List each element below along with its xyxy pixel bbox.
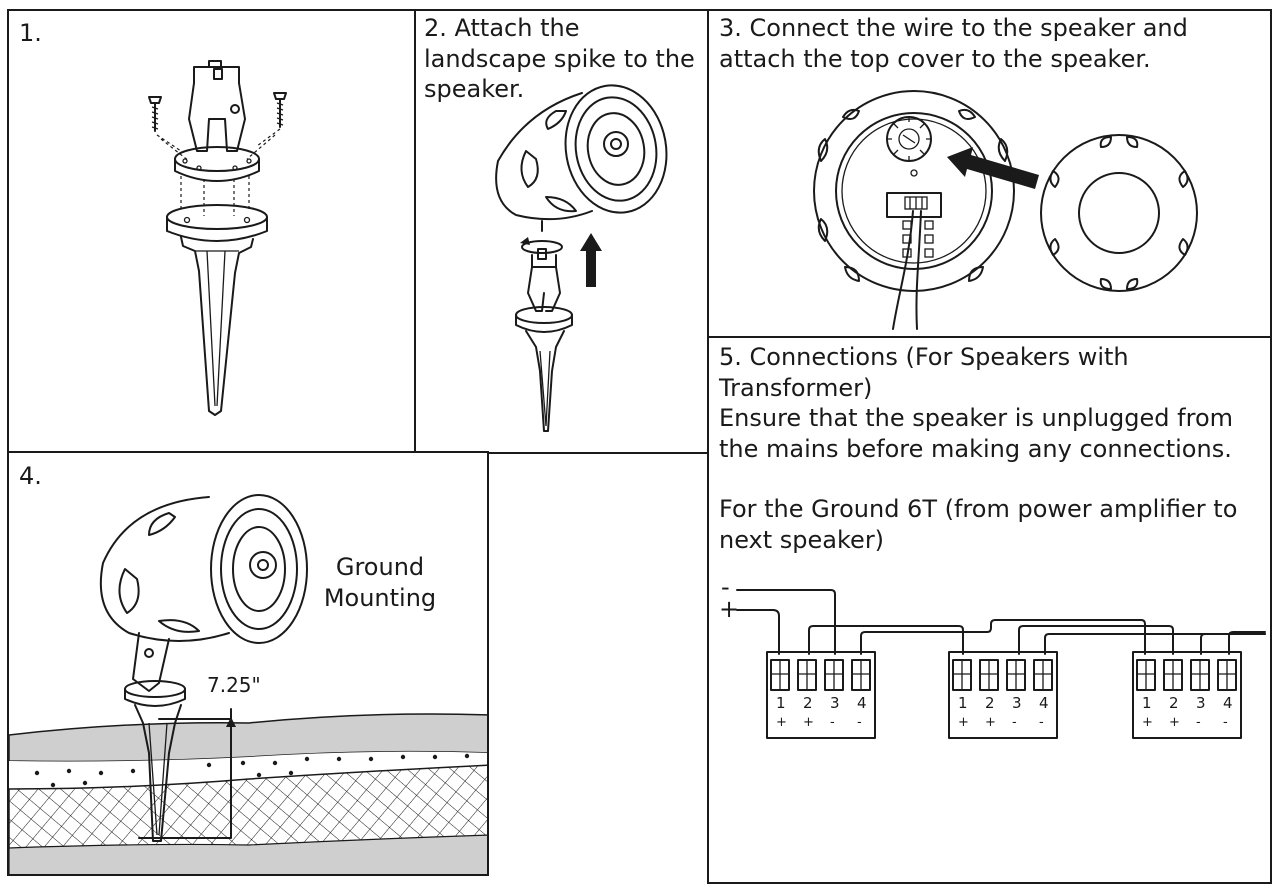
terminal-sign: - bbox=[1223, 715, 1228, 730]
terminal-block-frame bbox=[1132, 651, 1242, 739]
terminal-screw-slot bbox=[1218, 660, 1236, 690]
terminal-sign: - bbox=[1196, 715, 1201, 730]
terminal-screw-slot bbox=[980, 660, 998, 690]
bracket-icon bbox=[174, 60, 260, 182]
spike-icon bbox=[515, 248, 573, 432]
terminal-screw-slot bbox=[1137, 660, 1155, 690]
terminal-sign: + bbox=[776, 715, 787, 730]
step-5-title: 5. Connections (For Speakers with Transf… bbox=[719, 343, 1129, 402]
terminal-sign: + bbox=[1169, 715, 1180, 730]
step-5-warning: Ensure that the speaker is unplugged fro… bbox=[719, 404, 1234, 463]
terminal-sign: + bbox=[958, 715, 969, 730]
panel-step-1: 1. bbox=[7, 9, 417, 454]
terminal-screw-slot bbox=[825, 660, 843, 690]
terminal-screw-slot bbox=[953, 660, 971, 690]
spike-icon bbox=[166, 204, 268, 416]
terminal-screw-slot bbox=[771, 660, 789, 690]
depth-label: 7.25" bbox=[207, 673, 261, 697]
screw-icon bbox=[273, 92, 287, 128]
terminal-number: 4 bbox=[1223, 694, 1233, 712]
arrow-icon bbox=[580, 233, 602, 287]
spike-assembly-illustration bbox=[148, 60, 287, 416]
plus-label: + bbox=[719, 595, 739, 623]
terminal-sign: - bbox=[1039, 715, 1044, 730]
terminal-number: 1 bbox=[1142, 694, 1152, 712]
terminal-block-frame bbox=[948, 651, 1058, 739]
ground-mounting-illustration: 7.25" bbox=[9, 494, 487, 874]
connection-diagram: - + 1 +2 +3 - 4 - 1 +2 +3 - 4 - 1 +2 +3 - 4 - bbox=[719, 573, 1266, 739]
panel-step-4: 4. Ground Mounting bbox=[7, 451, 489, 876]
minus-label: - bbox=[721, 573, 730, 601]
terminal-number: 2 bbox=[803, 694, 813, 712]
spike-to-speaker-illustration bbox=[495, 84, 668, 432]
rotate-icon bbox=[520, 237, 563, 254]
spike-icon bbox=[124, 632, 186, 842]
top-cover-icon bbox=[1040, 134, 1198, 292]
step-1-label: 1. bbox=[19, 19, 42, 47]
terminal-block-icon: 1 +2 +3 - 4 - bbox=[948, 651, 1058, 739]
speaker-icon bbox=[495, 84, 668, 232]
terminal-screw-slot bbox=[1034, 660, 1052, 690]
terminal-screw-slot bbox=[1191, 660, 1209, 690]
panel-step-5: 5. Connections (For Speakers with Transf… bbox=[707, 336, 1272, 884]
step-5-note: For the Ground 6T (from power amplifier … bbox=[719, 495, 1238, 554]
step-3-label: 3. Connect the wire to the speaker and a… bbox=[719, 14, 1188, 73]
ground-mounting-caption: Ground Mounting bbox=[323, 553, 437, 612]
terminal-number: 1 bbox=[958, 694, 968, 712]
terminal-screw-slot bbox=[852, 660, 870, 690]
speaker-back-icon bbox=[813, 90, 1015, 330]
terminal-number: 4 bbox=[1039, 694, 1049, 712]
arrow-icon bbox=[947, 147, 1039, 189]
wiring-illustration bbox=[813, 90, 1198, 330]
terminal-sign: - bbox=[830, 715, 835, 730]
terminal-number: 2 bbox=[1169, 694, 1179, 712]
soil-dots bbox=[34, 753, 470, 788]
terminal-sign: + bbox=[1142, 715, 1153, 730]
terminal-screw-slot bbox=[798, 660, 816, 690]
terminal-block-frame bbox=[766, 651, 876, 739]
terminal-number: 1 bbox=[776, 694, 786, 712]
depth-measurement: 7.25" bbox=[138, 673, 261, 839]
panel-step-3: 3. Connect the wire to the speaker and a… bbox=[707, 9, 1272, 339]
terminal-sign: + bbox=[803, 715, 814, 730]
panel-step-2: 2. Attach the landscape spike to the spe… bbox=[414, 9, 711, 454]
terminal-number: 3 bbox=[830, 694, 840, 712]
speaker-icon bbox=[99, 494, 308, 644]
terminal-screw-slot bbox=[1164, 660, 1182, 690]
terminal-number: 3 bbox=[1012, 694, 1022, 712]
step-2-label: 2. Attach the landscape spike to the spe… bbox=[424, 14, 695, 103]
terminal-sign: + bbox=[985, 715, 996, 730]
terminal-sign: - bbox=[1012, 715, 1017, 730]
terminal-block-icon: 1 +2 +3 - 4 - bbox=[766, 651, 876, 739]
step-4-label: 4. bbox=[19, 462, 42, 490]
screw-icon bbox=[148, 96, 162, 132]
terminal-number: 4 bbox=[857, 694, 867, 712]
terminal-sign: - bbox=[857, 715, 862, 730]
terminal-screw-slot bbox=[1007, 660, 1025, 690]
terminal-block-icon: 1 +2 +3 - 4 - bbox=[1132, 651, 1242, 739]
terminal-number: 2 bbox=[985, 694, 995, 712]
terminal-number: 3 bbox=[1196, 694, 1206, 712]
